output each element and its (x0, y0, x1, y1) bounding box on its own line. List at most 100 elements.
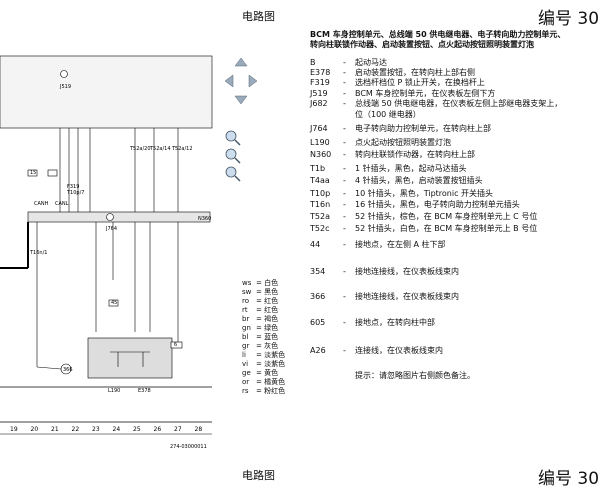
legend-text: 接地点，在转向柱中部 (355, 318, 435, 327)
legend-code: E378 (310, 68, 331, 77)
nav-down-icon (234, 95, 248, 105)
legend-code: T52c (310, 224, 330, 233)
legend-item: 605-接地点，在转向柱中部 (310, 318, 435, 327)
legend-code: L190 (310, 138, 330, 147)
color-name: 黑色 (264, 288, 279, 296)
color-name: 褐色 (264, 315, 279, 323)
legend-item: T52a-52 针插头，棕色，在 BCM 车身控制单元上 C 号位 (310, 212, 538, 221)
nav-right-icon (248, 74, 258, 88)
legend-item: 提示：请忽略图片右侧颜色备注。 (310, 371, 475, 381)
color-code: rt (242, 306, 248, 314)
legend-code: 44 (310, 240, 321, 249)
description-title: BCM 车身控制单元、总线端 50 供电继电器、电子转向助力控制单元、 转向柱联… (310, 30, 566, 49)
legend-code: J764 (310, 124, 328, 133)
legend-item: F319-选档杆档位 P 锁止开关，在换档杆上 (310, 78, 485, 87)
legend-item: 354-接地连接线，在仪表板线束内 (310, 267, 459, 276)
legend-code: T4aa (310, 176, 330, 185)
legend-text: 10 针插头，黑色，Tiptronic 开关插头 (355, 189, 494, 198)
legend-item: B-起动马达 (310, 58, 387, 67)
legend-item: T1b-1 针插头，黑色，起动马达插头 (310, 164, 467, 173)
color-item: rt= 红色 (242, 306, 279, 314)
column-number: 25 (133, 426, 141, 433)
color-code: rs (242, 387, 249, 395)
color-item: gr= 灰色 (242, 342, 279, 350)
legend-item: 位（100 继电器） (310, 110, 421, 120)
legend-item: T16n-16 针插头，黑色，电子转向助力控制单元插头 (310, 200, 520, 209)
color-name: 淡紫色 (264, 351, 286, 359)
color-name: 红色 (264, 297, 279, 305)
color-code: gr (242, 342, 250, 350)
legend-item: A26-连接线，在仪表板线束内 (310, 346, 443, 355)
footer-title: 电路图 (242, 469, 275, 482)
wire-c: T52a/14 (149, 146, 171, 152)
color-item: rs= 粉红色 (242, 387, 286, 395)
legend-text: 1 针插头，黑色，起动马达插头 (355, 164, 467, 173)
wire-a: T16n/1 (29, 250, 47, 256)
color-code: sw (242, 288, 252, 296)
legend-code: N360 (310, 150, 332, 159)
f319-label: F319 (67, 184, 79, 190)
column-number: 21 (51, 426, 59, 433)
terminal-15: 15 (30, 170, 36, 176)
color-item: or= 橘黄色 (242, 378, 286, 386)
color-item: gn= 绿色 (242, 324, 279, 332)
diagram-footer-code: 274-03000011 (170, 444, 207, 450)
color-item: ws= 白色 (242, 279, 279, 287)
color-item: br= 褐色 (242, 315, 279, 323)
legend-item: T52c-52 针插头，白色，在 BCM 车身控制单元上 B 号位 (310, 224, 538, 233)
legend-text: 点火起动按钮照明装置灯泡 (355, 138, 451, 147)
circuit-diagram: J519 J764 N360 F319 T10p/7 L190 E378 15 … (0, 55, 213, 450)
color-code: vi (242, 360, 249, 368)
j764-unit-bar (27, 211, 211, 223)
legend-code: J682 (310, 99, 328, 108)
color-name: 灰色 (264, 342, 279, 350)
column-number: 23 (92, 426, 100, 433)
legend-code: 366 (310, 292, 326, 301)
legend-code: T10p (310, 189, 331, 198)
color-name: 橘黄色 (264, 378, 286, 386)
nav-left-icon (224, 74, 234, 88)
wire-d: T52a/12 (171, 146, 193, 152)
legend-item: J682-总线端 50 供电继电器，在仪表板左侧上部继电器支架上， (310, 99, 563, 108)
starter-button-box (87, 337, 173, 379)
page-header-title: 电路图 (242, 10, 275, 23)
legend-code: T1b (310, 164, 326, 173)
legend-code: T16n (310, 200, 331, 209)
column-number: 22 (72, 426, 80, 433)
color-code: gn (242, 324, 251, 332)
legend-item: 366-接地连接线，在仪表板线束内 (310, 292, 459, 301)
color-item: sw= 黑色 (242, 288, 279, 296)
zoom-icons (225, 130, 241, 182)
f319-sub: T10p/7 (66, 190, 84, 196)
legend-item: T10p-10 针插头，黑色，Tiptronic 开关插头 (310, 189, 494, 198)
legend-code: 354 (310, 267, 326, 276)
color-code: ro (242, 297, 250, 305)
column-number: 26 (154, 426, 162, 433)
legend-code: A26 (310, 346, 326, 355)
nav-up-icon (234, 57, 248, 67)
legend-text: 启动装置按钮，在转向柱上部右侧 (355, 68, 475, 77)
canl-label: CANL (55, 201, 69, 207)
legend-code: J519 (310, 89, 328, 98)
color-code: ws (242, 279, 252, 287)
legend-text: 4 针插头，黑色，启动装置按钮插头 (355, 176, 483, 185)
color-item: vi= 淡紫色 (242, 360, 286, 368)
color-item: ro= 红色 (242, 297, 279, 305)
legend-text: 位（100 继电器） (355, 110, 421, 119)
e378-label: E378 (138, 388, 151, 394)
l190-label: L190 (108, 388, 120, 394)
legend-text: 接地连接线，在仪表板线束内 (355, 267, 459, 276)
color-name: 绿色 (264, 324, 279, 332)
legend-text: 52 针插头，棕色，在 BCM 车身控制单元上 C 号位 (355, 212, 538, 221)
legend-text: 52 针插头，白色，在 BCM 车身控制单元上 B 号位 (355, 224, 538, 233)
legend-text: BCM 车身控制单元，在仪表板左侧下方 (355, 89, 496, 98)
color-code: li (242, 351, 246, 359)
legend-item: E378-启动装置按钮，在转向柱上部右侧 (310, 68, 475, 77)
wire-b: T52a/20 (129, 146, 151, 152)
legend-text: 接地点，在左侧 A 柱下部 (355, 240, 446, 249)
legend-item: N360-转向柱联锁作动器，在转向柱上部 (310, 150, 475, 159)
legend-item: J519-BCM 车身控制单元，在仪表板左侧下方 (310, 89, 496, 98)
legend-code: F319 (310, 78, 330, 87)
legend-code: 605 (310, 318, 326, 327)
